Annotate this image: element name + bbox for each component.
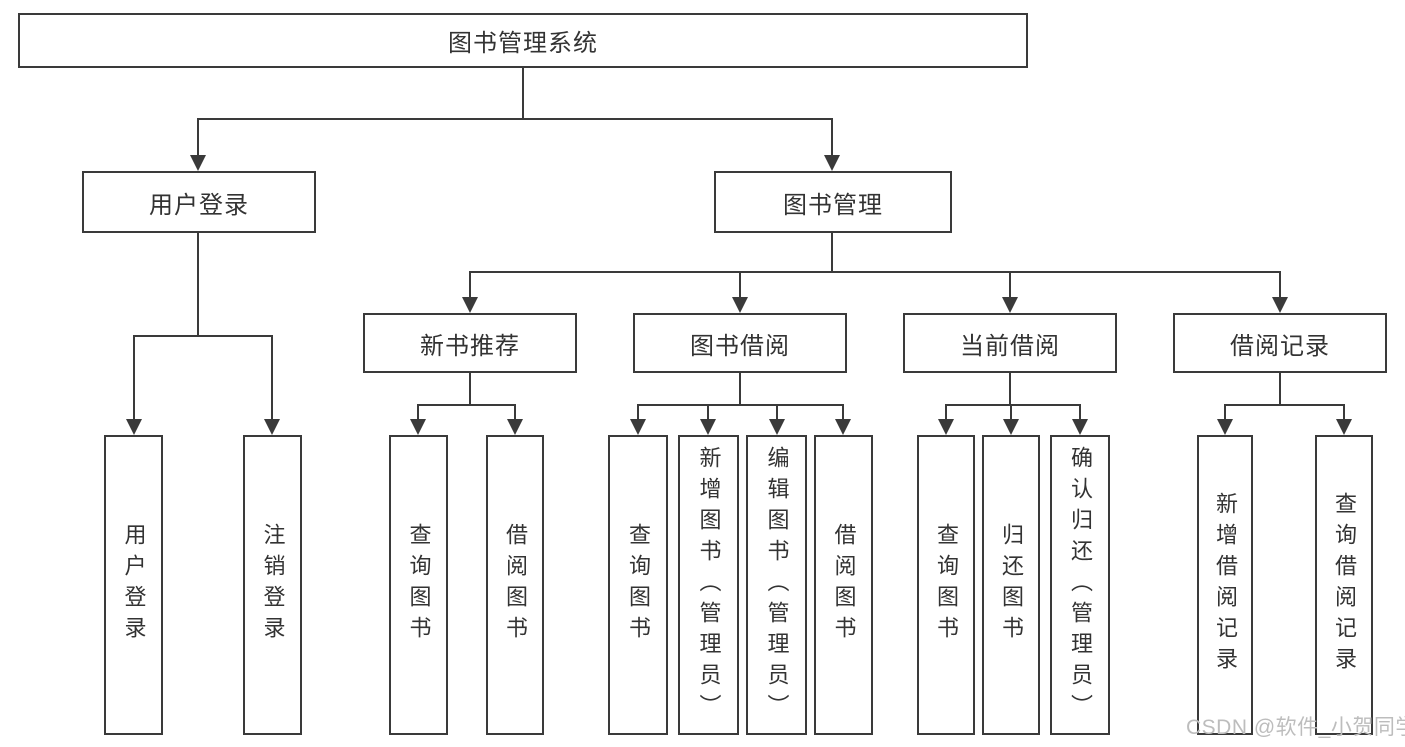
arrowhead-new-book-recommendation: [462, 297, 478, 313]
leaf-logout-label: 注销登录: [260, 523, 286, 647]
arrowhead-borrowing-records: [1272, 297, 1288, 313]
connector-drop-cb-confirm-return: [1079, 404, 1081, 420]
connector-drop-cb-return-books: [1010, 404, 1012, 420]
connector-book-borrowing-bus: [637, 404, 844, 406]
arrowhead-bb-edit-books: [769, 419, 785, 435]
leaf-user-login: 用户登录: [104, 435, 163, 735]
leaf-cb-confirm-return-admin: 确认归还（管理员）: [1050, 435, 1110, 735]
leaf-bb-edit-books-admin: 编辑图书（管理员）: [746, 435, 807, 735]
connector-drop-br-add-record: [1224, 404, 1226, 420]
connector-book-management-bus: [469, 271, 1281, 273]
leaf-bb-edit-books-admin-label: 编辑图书（管理员）: [764, 445, 790, 725]
arrowhead-nbr-query-books: [410, 419, 426, 435]
leaf-bb-query-books-label: 查询图书: [626, 523, 651, 647]
connector-drop-nbr-borrow-books: [514, 404, 516, 420]
arrowhead-leaf-logout: [264, 419, 280, 435]
connector-root-bus: [197, 118, 833, 120]
arrowhead-br-query-record: [1336, 419, 1352, 435]
connector-user-login-bus: [133, 335, 273, 337]
connector-book-borrowing-trunk: [739, 372, 741, 406]
leaf-cb-return-books-label: 归还图书: [999, 523, 1024, 647]
leaf-cb-query-books-label: 查询图书: [934, 523, 959, 647]
leaf-logout: 注销登录: [243, 435, 302, 735]
connector-user-login-trunk: [197, 232, 199, 336]
connector-drop-user-login: [197, 118, 199, 157]
node-new-book-recommendation: 新书推荐: [363, 313, 577, 373]
connector-borrowing-records-trunk: [1279, 372, 1281, 406]
arrowhead-bb-add-books: [700, 419, 716, 435]
node-book-management: 图书管理: [714, 171, 952, 233]
leaf-user-login-label: 用户登录: [121, 523, 147, 647]
arrowhead-cb-return-books: [1003, 419, 1019, 435]
node-user-login: 用户登录: [82, 171, 316, 233]
leaf-bb-query-books: 查询图书: [608, 435, 668, 735]
connector-drop-bb-borrow-books: [842, 404, 844, 420]
arrowhead-user-login: [190, 155, 206, 171]
connector-drop-nbr-query-books: [417, 404, 419, 420]
connector-drop-bb-add-books: [707, 404, 709, 420]
node-borrowing-records: 借阅记录: [1173, 313, 1387, 373]
connector-borrowing-records-bus: [1224, 404, 1345, 406]
connector-book-management-trunk: [831, 232, 833, 272]
connector-new-book-recommendation-trunk: [469, 372, 471, 406]
connector-drop-borrowing-records: [1279, 271, 1281, 298]
leaf-cb-confirm-return-admin-label: 确认归还（管理员）: [1068, 445, 1093, 725]
connector-drop-bb-query-books: [637, 404, 639, 420]
leaf-br-query-borrow-record-label: 查询借阅记录: [1332, 492, 1357, 678]
connector-current-borrowing-trunk: [1009, 372, 1011, 406]
connector-drop-book-borrowing: [739, 271, 741, 298]
connector-drop-new-book-recommendation: [469, 271, 471, 298]
node-current-borrowing: 当前借阅: [903, 313, 1117, 373]
leaf-br-add-borrow-record-label: 新增借阅记录: [1213, 492, 1238, 678]
leaf-nbr-borrow-books-label: 借阅图书: [503, 523, 528, 647]
leaf-bb-add-books-admin-label: 新增图书（管理员）: [696, 445, 722, 725]
arrowhead-br-add-record: [1217, 419, 1233, 435]
leaf-cb-query-books: 查询图书: [917, 435, 975, 735]
leaf-bb-add-books-admin: 新增图书（管理员）: [678, 435, 739, 735]
arrowhead-book-management: [824, 155, 840, 171]
arrowhead-bb-borrow-books: [835, 419, 851, 435]
connector-current-borrowing-bus: [945, 404, 1081, 406]
leaf-bb-borrow-books: 借阅图书: [814, 435, 873, 735]
leaf-bb-borrow-books-label: 借阅图书: [831, 523, 857, 647]
connector-drop-leaf-logout: [271, 335, 273, 420]
connector-drop-current-borrowing: [1009, 271, 1011, 298]
arrowhead-cb-confirm-return: [1072, 419, 1088, 435]
leaf-cb-return-books: 归还图书: [982, 435, 1040, 735]
node-library-management-system: 图书管理系统: [18, 13, 1028, 68]
watermark: CSDN @软件_小贺同学: [1186, 716, 1405, 739]
connector-root-trunk: [522, 67, 524, 119]
connector-drop-bb-edit-books: [776, 404, 778, 420]
leaf-nbr-borrow-books: 借阅图书: [486, 435, 544, 735]
node-book-borrowing: 图书借阅: [633, 313, 847, 373]
arrowhead-cb-query-books: [938, 419, 954, 435]
leaf-nbr-query-books: 查询图书: [389, 435, 448, 735]
connector-drop-leaf-user-login: [133, 335, 135, 420]
arrowhead-book-borrowing: [732, 297, 748, 313]
arrowhead-bb-query-books: [630, 419, 646, 435]
leaf-br-query-borrow-record: 查询借阅记录: [1315, 435, 1373, 735]
connector-new-book-recommendation-bus: [418, 404, 516, 406]
connector-drop-cb-query-books: [945, 404, 947, 420]
leaf-br-add-borrow-record: 新增借阅记录: [1197, 435, 1253, 735]
leaf-nbr-query-books-label: 查询图书: [406, 523, 432, 647]
arrowhead-current-borrowing: [1002, 297, 1018, 313]
arrowhead-nbr-borrow-books: [507, 419, 523, 435]
connector-drop-book-management: [831, 118, 833, 157]
connector-drop-br-query-record: [1343, 404, 1345, 420]
arrowhead-leaf-user-login: [126, 419, 142, 435]
